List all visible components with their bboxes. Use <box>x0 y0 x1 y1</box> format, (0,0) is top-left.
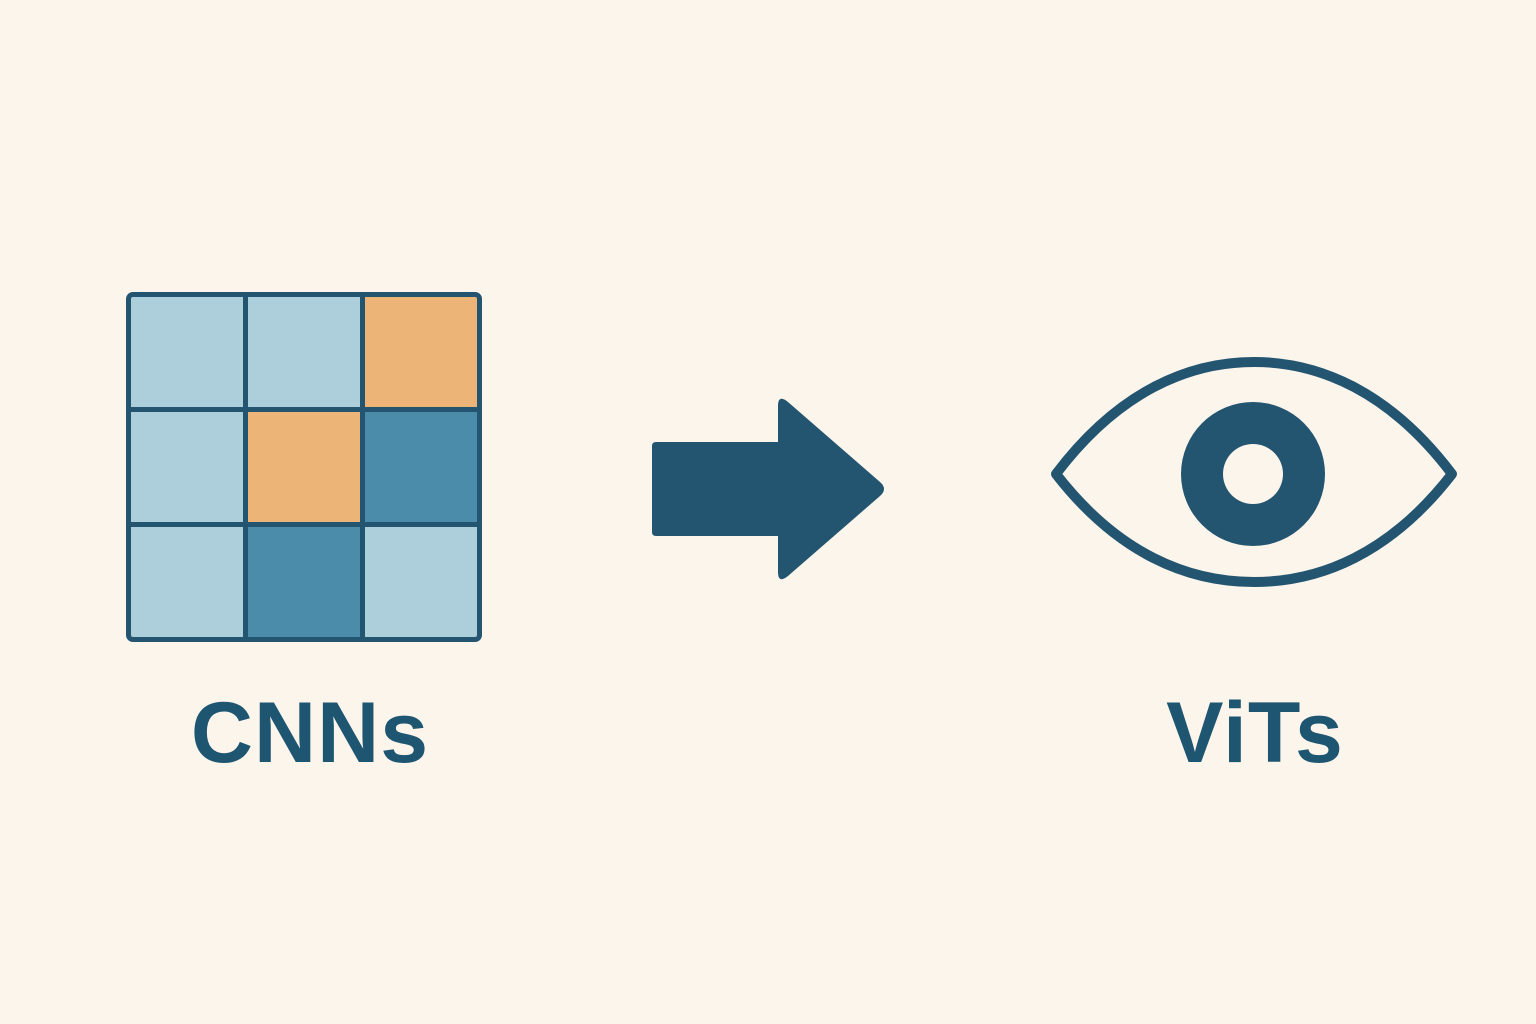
vits-label: ViTs <box>1166 685 1344 781</box>
grid-cell <box>131 297 243 407</box>
grid-cells <box>126 292 482 642</box>
grid-cell <box>248 412 360 522</box>
grid-cell <box>248 297 360 407</box>
right-arrow-icon <box>648 396 888 582</box>
grid-cell <box>365 297 477 407</box>
cnn-feature-grid <box>126 292 482 642</box>
grid-cell <box>365 412 477 522</box>
eye-icon <box>1048 352 1460 592</box>
grid-cell <box>248 527 360 637</box>
grid-cell <box>131 412 243 522</box>
grid-cell <box>131 527 243 637</box>
cnns-label: CNNs <box>190 685 430 781</box>
grid-cell <box>365 527 477 637</box>
